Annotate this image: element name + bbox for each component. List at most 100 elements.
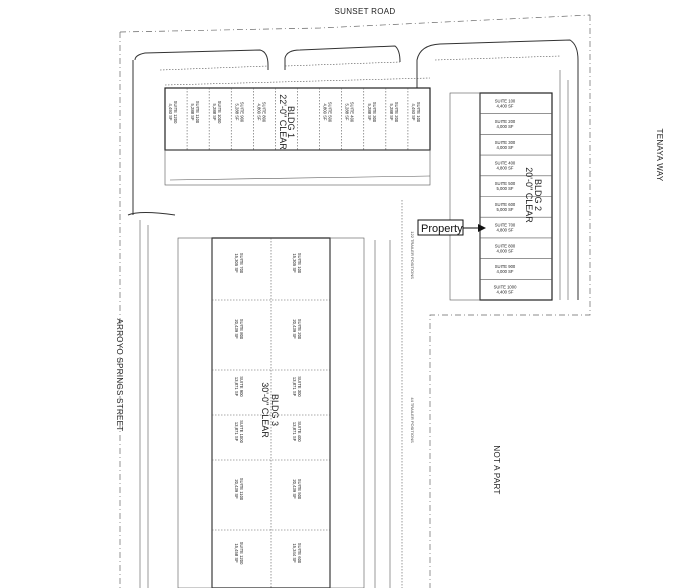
suite-area: 13,871 SF	[234, 377, 239, 397]
suite-area: 4,400 SF	[497, 290, 514, 295]
suite-label: SUITE 10015,305 SF	[292, 253, 302, 274]
suite-name: SUITE 700	[495, 223, 516, 228]
suite-label: SUITE 100013,871 SF	[234, 420, 244, 443]
suite-area: 4,400 SF	[497, 103, 514, 108]
bldg3-name: BLDG 3	[270, 394, 280, 426]
suite-name: SUITE 500	[495, 181, 516, 186]
suite-name: SUITE 200	[297, 319, 302, 340]
trailer-positions-south: 44 TRAILER POSITIONS	[410, 397, 415, 443]
suite-label: SUITE 10005,288 SF	[212, 101, 222, 124]
road-label-arroyo: ARROYO SPRINGS STREET	[115, 319, 124, 432]
suite-area: 20,439 SF	[292, 479, 297, 499]
suite-label: SUITE 2005,288 SF	[389, 102, 399, 123]
suite-label: SUITE 120015,458 SF	[234, 542, 244, 565]
bldg2-name: BLDG 2	[533, 179, 543, 211]
suite-name: SUITE 800	[239, 319, 244, 340]
suite-label: SUITE 60015,344 SF	[292, 543, 302, 564]
suite-label: SUITE 11005,288 SF	[190, 101, 200, 124]
suite-label: SUITE 50020,439 SF	[292, 479, 302, 500]
suite-area: 4,493 SF	[411, 104, 416, 121]
suite-label: SUITE 8004,800 SF	[256, 102, 266, 123]
suite-name: SUITE 1100	[239, 478, 244, 501]
suite-area: 15,344 SF	[292, 543, 297, 563]
suite-label: SUITE 20020,439 SF	[292, 319, 302, 340]
bldg2-clear: 20'-0" CLEAR	[524, 167, 534, 223]
suite-name: SUITE 1200	[239, 542, 244, 565]
bldg1-clear: 22'-0" CLEAR	[278, 94, 288, 150]
suite-area: 13,871 SF	[292, 377, 297, 397]
suite-name: SUITE 1000	[494, 285, 517, 290]
suite-name: SUITE 500	[328, 102, 333, 123]
suite-area: 4,000 SF	[497, 269, 514, 274]
suite-area: 5,288 SF	[345, 104, 350, 121]
suite-label: SUITE 90013,871 SF	[234, 376, 244, 397]
suite-area: 20,439 SF	[292, 319, 297, 339]
suite-area: 4,493 SF	[168, 104, 173, 121]
bldg1-name: BLDG 1	[286, 106, 296, 138]
arrow-icon	[478, 224, 486, 232]
suite-label: SUITE 40013,871 SF	[292, 421, 302, 442]
trailer-positions-north: 122 TRAILER POSITIONS	[410, 231, 415, 279]
suite-area: 5,288 SF	[190, 104, 195, 121]
suite-area: 5,288 SF	[212, 104, 217, 121]
suite-area: 4,800 SF	[323, 104, 328, 121]
suite-label: SUITE 12004,493 SF	[168, 101, 178, 124]
suite-area: 13,871 SF	[234, 422, 239, 442]
suite-name: SUITE 100	[495, 98, 516, 103]
suite-area: 4,800 SF	[497, 165, 514, 170]
suite-area: 15,305 SF	[292, 253, 297, 273]
suite-name: SUITE 1000	[239, 420, 244, 443]
suite-area: 15,305 SF	[234, 253, 239, 273]
suite-name: SUITE 900	[239, 376, 244, 397]
suite-name: SUITE 1200	[173, 101, 178, 124]
property-label: Property	[421, 223, 463, 235]
road-label-sunset: SUNSET ROAD	[335, 7, 396, 16]
suite-area: 4,000 SF	[497, 145, 514, 150]
suite-name: SUITE 600	[495, 202, 516, 207]
suite-area: 5,288 SF	[234, 104, 239, 121]
suite-area: 5,288 SF	[389, 104, 394, 121]
suite-area: 4,800 SF	[256, 104, 261, 121]
suite-label: SUITE 5004,800 SF	[323, 102, 333, 123]
suite-name: SUITE 500	[297, 479, 302, 500]
suite-area: 5,000 SF	[497, 186, 514, 191]
suite-label: SUITE 110020,439 SF	[234, 478, 244, 501]
suite-area: 15,458 SF	[234, 543, 239, 563]
suite-name: SUITE 900	[495, 264, 516, 269]
suite-name: SUITE 100	[416, 102, 421, 123]
suite-name: SUITE 200	[394, 102, 399, 123]
suite-label: SUITE 3005,288 SF	[367, 102, 377, 123]
suite-area: 20,439 SF	[234, 479, 239, 499]
suite-name: SUITE 800	[495, 243, 516, 248]
suite-area: 5,288 SF	[367, 104, 372, 121]
suite-area: 13,871 SF	[292, 422, 297, 442]
suite-name: SUITE 1100	[195, 101, 200, 124]
suite-name: SUITE 100	[297, 253, 302, 274]
suite-area: 4,000 SF	[497, 124, 514, 129]
suite-label: SUITE 70015,305 SF	[234, 253, 244, 274]
suite-label: SUITE 30013,871 SF	[292, 376, 302, 397]
suite-area: 20,439 SF	[234, 319, 239, 339]
suite-name: SUITE 200	[495, 119, 516, 124]
suite-area: 4,000 SF	[497, 248, 514, 253]
suite-name: SUITE 400	[495, 160, 516, 165]
suite-area: 4,800 SF	[497, 228, 514, 233]
not-a-part-label: NOT A PART	[492, 445, 501, 494]
suite-area: 5,000 SF	[497, 207, 514, 212]
suite-name: SUITE 1000	[217, 101, 222, 124]
suite-name: SUITE 400	[350, 102, 355, 123]
parking-areas	[127, 39, 579, 588]
suite-name: SUITE 400	[297, 421, 302, 442]
road-label-tenaya: TENAYA WAY	[655, 129, 664, 182]
